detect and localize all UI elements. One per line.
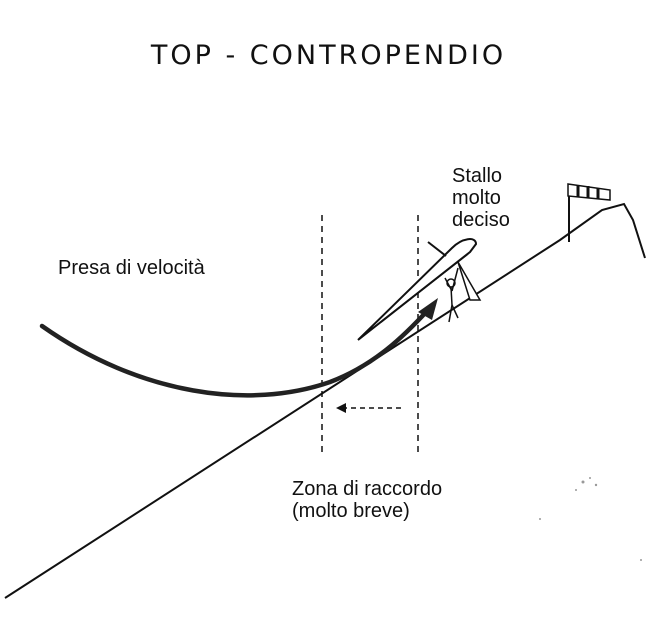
stall-label-line3: deciso xyxy=(452,209,510,231)
hang-glider-icon xyxy=(357,238,478,341)
flight-path xyxy=(39,307,431,398)
zone-label-line1: Zona di raccordo xyxy=(292,478,443,500)
scan-noise xyxy=(539,477,642,561)
diagram-title: TOP - CONTROPENDIO xyxy=(150,40,507,71)
speed-label: Presa di velocità xyxy=(58,257,205,279)
stall-label-line2: molto xyxy=(452,187,501,209)
windsock-icon xyxy=(567,183,611,242)
hill-slope xyxy=(4,202,646,599)
pilot-icon xyxy=(444,261,482,323)
stall-label: Stallo molto deciso xyxy=(452,165,510,231)
stall-label-line1: Stallo xyxy=(452,165,503,187)
zone-label-line2: (molto breve) xyxy=(292,500,410,522)
zone-width-arrow xyxy=(336,403,404,413)
zone-label: Zona di raccordo (molto breve) xyxy=(292,478,442,522)
flight-path-arrowhead xyxy=(418,298,438,320)
